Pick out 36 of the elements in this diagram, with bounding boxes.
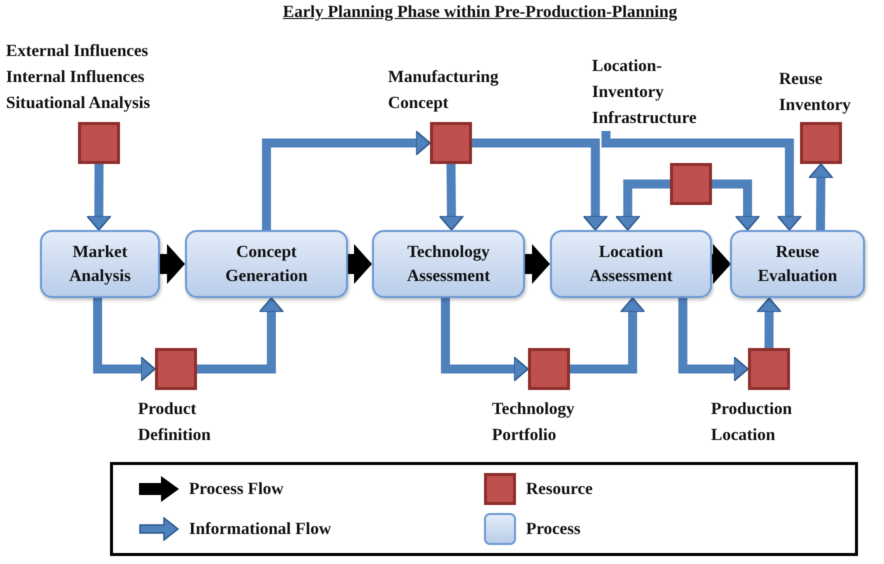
diagram-title: Early Planning Phase within Pre-Production-Planning	[282, 2, 678, 22]
resource-label: Product Definition	[138, 398, 212, 446]
process-box: Market Analysis	[40, 230, 160, 298]
information-flow-arrow	[570, 297, 646, 374]
information-flow-arrow	[808, 163, 834, 230]
resource-label: Internal Influences	[6, 66, 146, 88]
legend-label: Process Flow	[189, 479, 284, 499]
resource-label: Production Location	[711, 398, 793, 446]
information-flow-arrow	[756, 297, 782, 348]
resource-label: Reuse Inventory	[779, 68, 852, 116]
legend-label: Process	[526, 519, 580, 539]
process-flow-arrow	[160, 244, 185, 284]
information-flow-arrow	[678, 298, 749, 382]
information-flow-arrow	[86, 164, 112, 231]
information-flow-arrow	[472, 138, 608, 231]
information-flow-arrow	[93, 298, 156, 382]
information-flow-arrow	[197, 297, 284, 374]
resource-label: Situational Analysis	[6, 92, 152, 114]
resource-label: Technology Portfolio	[492, 398, 576, 446]
resource-label: External Influences	[6, 40, 150, 62]
process-flow-arrow	[712, 244, 731, 284]
information-flow-arrow	[262, 130, 431, 230]
information-flow-arrow	[440, 298, 529, 382]
information-flow-arrow	[602, 131, 802, 231]
process-box: Concept Generation	[185, 230, 348, 298]
node-label: Location-Inventory Infrastructure	[592, 53, 732, 131]
information-flow-arrow	[438, 164, 464, 231]
resource-label: Manufacturing Concept	[388, 66, 500, 114]
legend-label: Informational Flow	[189, 519, 332, 539]
process-box: Technology Assessment	[372, 230, 525, 298]
process-box: Location Assessment	[550, 230, 712, 298]
legend-label: Resource	[526, 479, 593, 499]
process-box: Reuse Evaluation	[730, 230, 865, 298]
process-flow-arrow	[348, 244, 372, 284]
information-flow-arrow	[615, 180, 670, 231]
process-flow-arrow	[525, 244, 550, 284]
